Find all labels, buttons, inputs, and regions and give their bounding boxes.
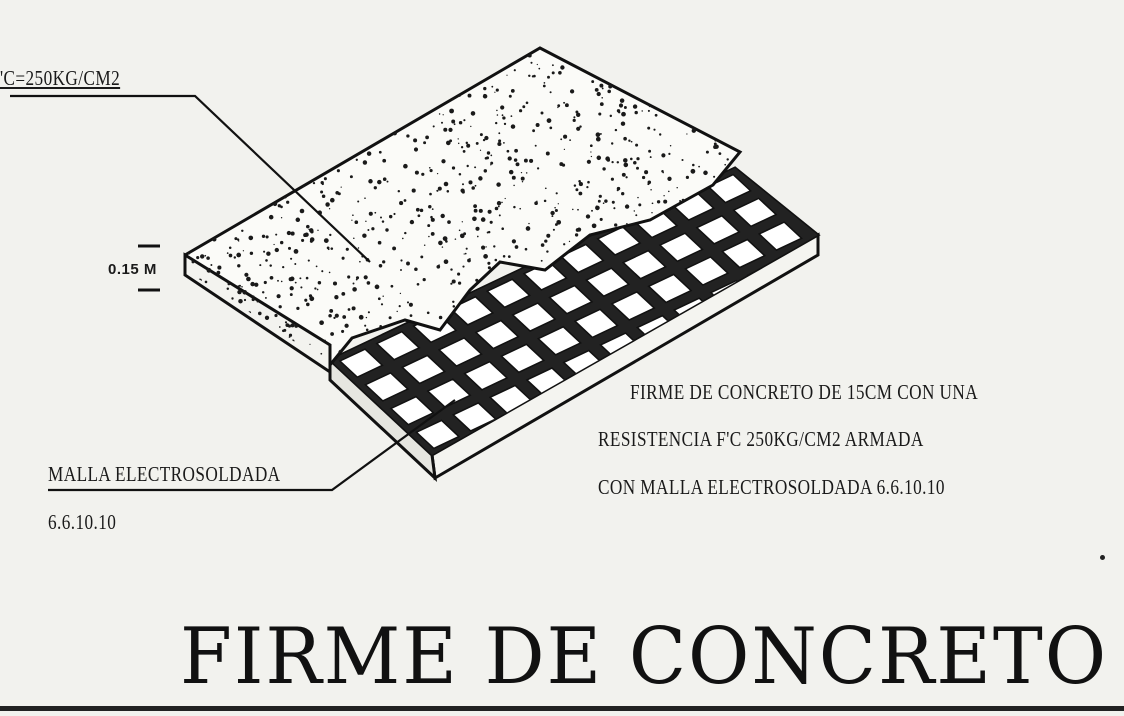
mesh-cell bbox=[695, 214, 741, 245]
mesh-cell bbox=[437, 337, 483, 367]
mesh-cell bbox=[610, 291, 656, 321]
description-line-1: FIRME DE CONCRETO DE 15CM CON UNA bbox=[630, 380, 979, 404]
mesh-cell bbox=[647, 273, 693, 304]
mesh-cell bbox=[500, 343, 546, 374]
mesh-cell bbox=[596, 226, 642, 256]
stray-dot bbox=[1100, 555, 1105, 560]
malla-leader-line bbox=[48, 399, 456, 492]
mesh-cell bbox=[658, 232, 704, 263]
concrete-layer bbox=[183, 46, 743, 375]
fc-leader-line bbox=[10, 94, 371, 263]
malla-label: MALLA ELECTROSOLDADA bbox=[48, 462, 281, 486]
mesh-cell bbox=[757, 221, 803, 252]
mesh-cell bbox=[548, 284, 594, 315]
mesh-cell bbox=[559, 243, 605, 274]
leader-lines bbox=[10, 94, 456, 492]
mesh-cell bbox=[400, 354, 446, 385]
bottom-border bbox=[0, 706, 1124, 711]
fc-label: 'C=250KG/CM2 bbox=[0, 66, 121, 90]
mesh-cell bbox=[389, 395, 435, 426]
mesh-cell bbox=[426, 378, 472, 409]
concrete-front bbox=[183, 252, 332, 375]
mesh-cell bbox=[338, 348, 384, 379]
description-line-3: CON MALLA ELECTROSOLDADA 6.6.10.10 bbox=[598, 475, 945, 499]
mesh-cell bbox=[463, 360, 509, 391]
mesh-cell bbox=[485, 278, 531, 309]
malla-spec-label: 6.6.10.10 bbox=[48, 510, 117, 534]
description-line-2: RESISTENCIA F'C 250KG/CM2 ARMADA bbox=[598, 427, 924, 451]
mesh-cell bbox=[721, 238, 767, 269]
mesh-cell bbox=[536, 325, 582, 356]
mesh-cell bbox=[511, 302, 557, 332]
mesh-cell bbox=[621, 249, 667, 280]
mesh-cell bbox=[474, 319, 520, 350]
concrete-top bbox=[183, 46, 743, 367]
mesh-cell bbox=[375, 330, 421, 361]
mesh-cell bbox=[573, 308, 619, 339]
mesh-cell bbox=[684, 256, 730, 286]
mesh-cell bbox=[415, 419, 461, 450]
mesh-cell bbox=[585, 267, 631, 298]
mesh-cell bbox=[706, 173, 752, 204]
mesh-cell bbox=[732, 197, 778, 228]
page-title: FIRME DE CONCRETO bbox=[180, 612, 1109, 702]
thickness-label: 0.15 M bbox=[108, 261, 157, 278]
mesh-cell bbox=[364, 371, 410, 402]
thickness-dimension bbox=[138, 244, 160, 292]
